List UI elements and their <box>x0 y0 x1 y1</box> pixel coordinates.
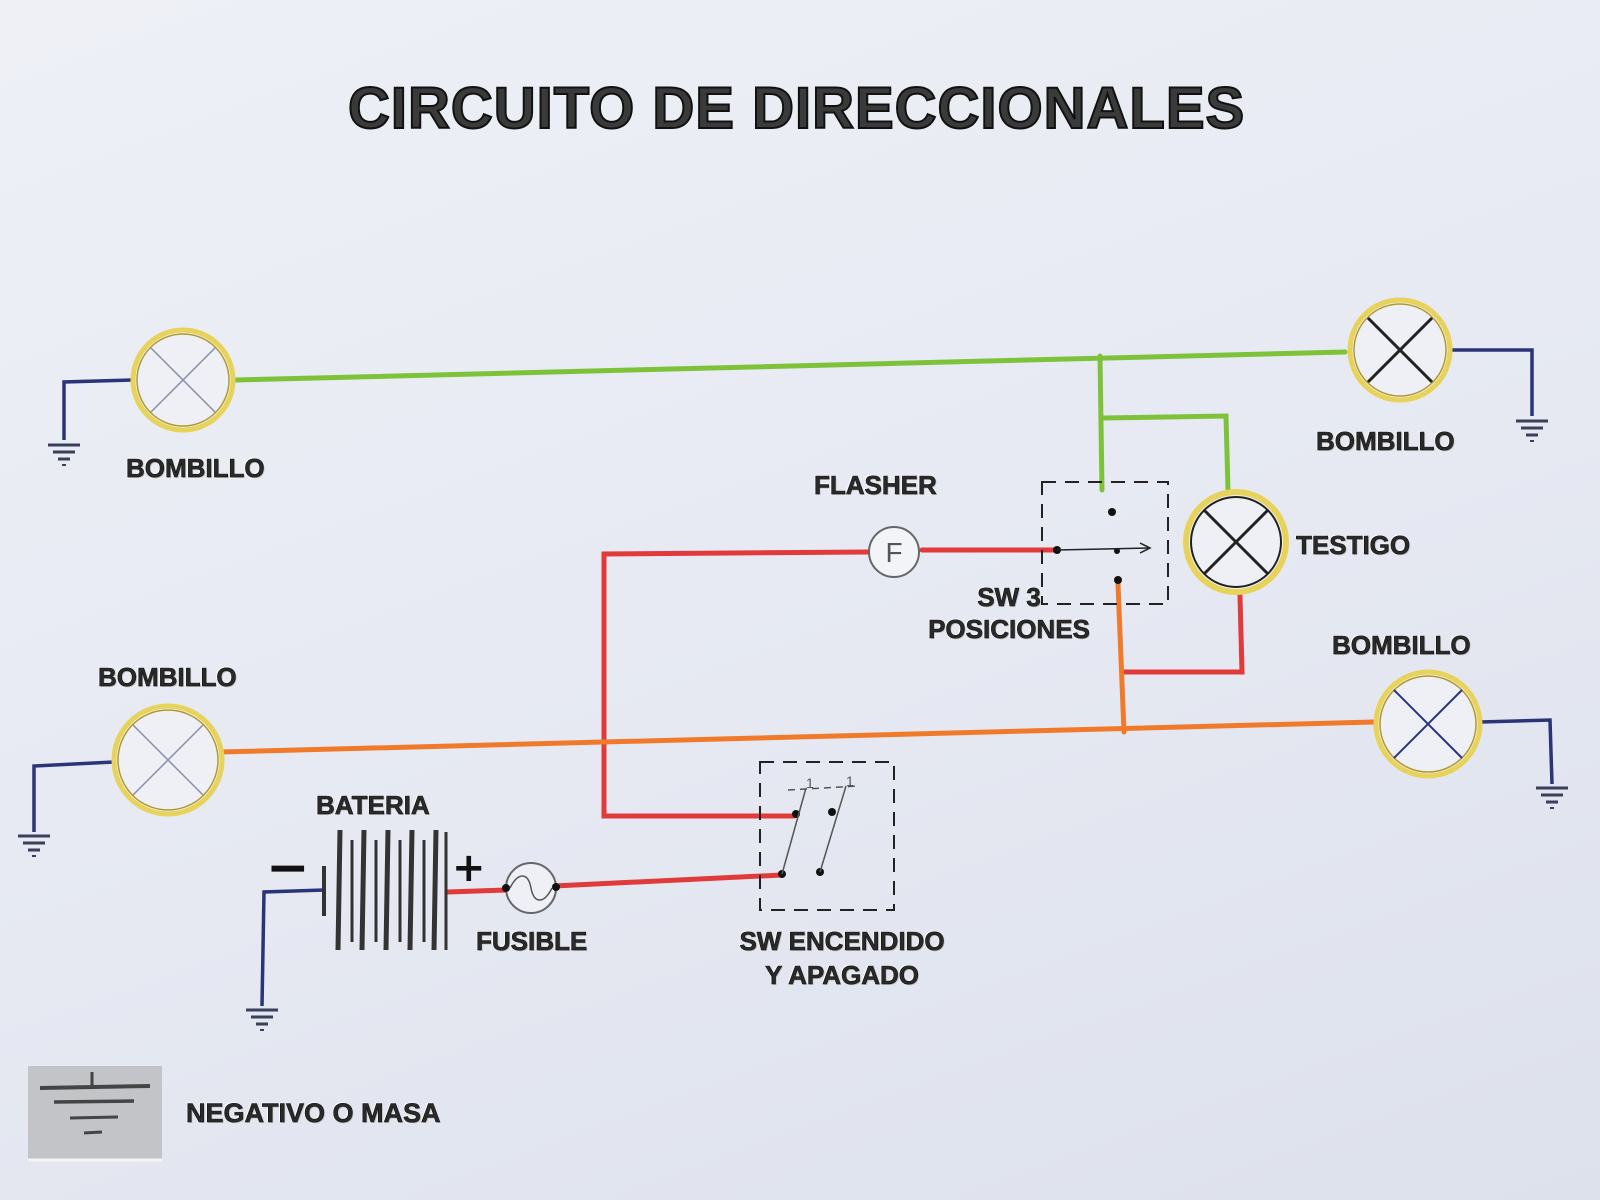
label-switch-3pos-line1: SW 3 <box>977 582 1041 612</box>
battery-symbol <box>322 829 448 951</box>
flasher-symbol: F <box>868 526 920 578</box>
label-indicator: TESTIGO <box>1296 530 1411 560</box>
bulb-bottom-left <box>111 703 225 817</box>
label-switch-3pos: SW 3 POSICIONES <box>914 582 1104 644</box>
ground-wires <box>32 348 1554 1007</box>
label-bulb-bottom-right: BOMBILLO <box>1332 630 1471 660</box>
label-legend-ground: NEGATIVO O MASA <box>186 1098 441 1128</box>
ground-symbol <box>16 834 52 858</box>
label-fuse: FUSIBLE <box>476 926 588 956</box>
label-bulb-bottom-left: BOMBILLO <box>98 662 237 692</box>
label-switch-onoff: SW ENCENDIDO Y APAGADO <box>712 926 972 990</box>
ground-symbol <box>1514 419 1550 443</box>
red-wires <box>445 547 1245 895</box>
fuse-symbol <box>502 862 560 914</box>
label-flasher: FLASHER <box>814 470 937 500</box>
indicator-lamp <box>1183 489 1289 595</box>
green-wires <box>233 349 1348 493</box>
label-switch-3pos-line2: POSICIONES <box>928 614 1090 644</box>
label-switch-onoff-line2: Y APAGADO <box>764 960 920 990</box>
bulb-bottom-right <box>1373 669 1483 779</box>
bulb-top-left <box>130 327 236 433</box>
ground-symbol <box>46 443 82 467</box>
label-switch-onoff-line1: SW ENCENDIDO <box>739 926 945 956</box>
label-bulb-top-right: BOMBILLO <box>1316 426 1455 456</box>
switch-on-off: 1 1 <box>759 761 895 911</box>
battery-positive-sign: + <box>452 845 486 891</box>
svg-text:1: 1 <box>846 773 854 789</box>
label-battery: BATERIA <box>316 790 430 820</box>
svg-text:1: 1 <box>806 775 814 791</box>
bulb-top-right <box>1347 297 1453 403</box>
label-bulb-top-left: BOMBILLO <box>126 453 265 483</box>
ground-symbol <box>244 1008 280 1032</box>
battery-negative-sign: − <box>266 838 310 898</box>
switch-3-positions <box>1041 481 1169 605</box>
ground-symbol <box>1534 786 1570 810</box>
legend-ground-symbol <box>28 1066 162 1162</box>
flasher-letter: F <box>885 537 902 568</box>
orange-wires <box>217 581 1377 755</box>
page-title: CIRCUITO DE DIRECCIONALES <box>347 75 1246 142</box>
